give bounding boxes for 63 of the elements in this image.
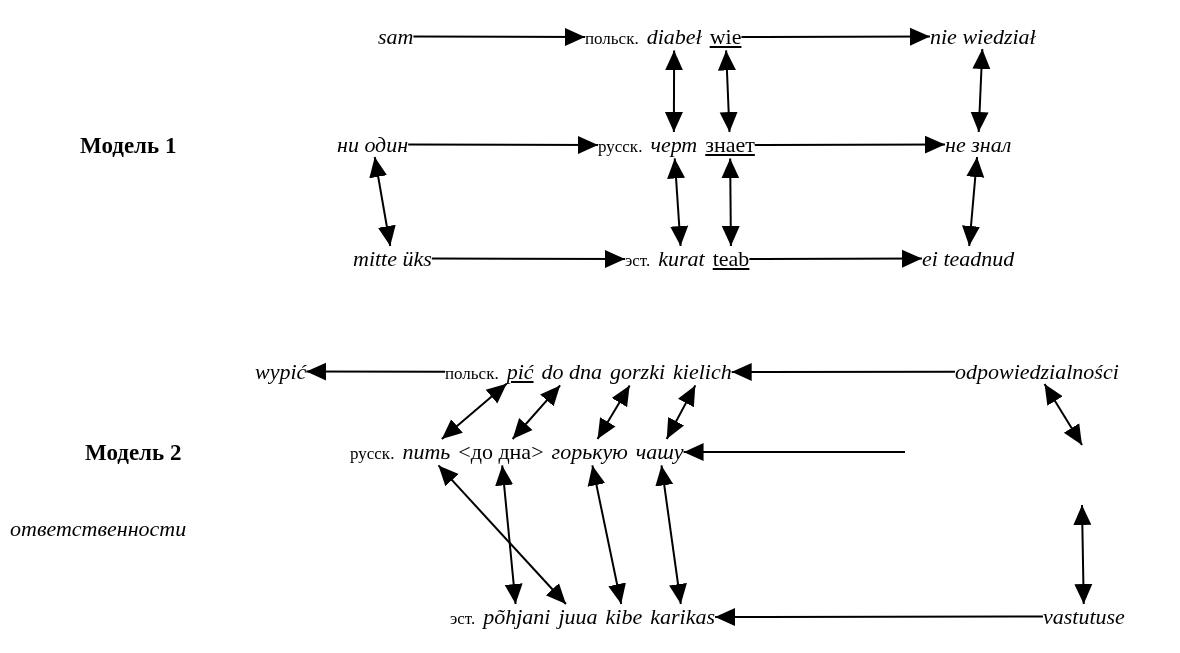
double-arrow — [721, 157, 740, 247]
word: wypić — [255, 359, 307, 384]
double-arrow — [437, 464, 567, 605]
arrow — [682, 443, 906, 462]
word: sam — [378, 24, 414, 49]
word: ei teadnud — [922, 246, 1015, 271]
word: diabeł — [646, 24, 702, 51]
language-label: эст. — [625, 251, 651, 272]
word: не знал — [945, 132, 1012, 157]
word: mitte üks — [353, 246, 432, 271]
double-arrow — [1073, 504, 1093, 605]
arrow — [740, 27, 931, 46]
model-heading: Модель 2 — [85, 439, 182, 467]
arrow — [753, 135, 946, 154]
word: чашу — [635, 439, 684, 466]
double-arrow — [970, 48, 991, 133]
word: põhjani — [483, 604, 551, 631]
word: vastutuse — [1043, 604, 1125, 629]
word: пить — [402, 439, 451, 466]
double-arrow — [369, 156, 396, 247]
arrow — [714, 608, 1044, 626]
double-arrow — [511, 384, 562, 440]
language-label: польск. — [585, 29, 639, 50]
double-arrow — [664, 49, 684, 133]
word: odpowiedzialności — [955, 359, 1119, 384]
language-label: русск. — [598, 137, 643, 158]
word: karikas — [650, 604, 716, 631]
word: горькую — [551, 439, 628, 466]
arrow — [748, 249, 923, 268]
double-arrow — [495, 464, 523, 605]
arrow — [730, 362, 956, 381]
model-heading: Модель 1 — [80, 132, 177, 160]
double-arrow — [587, 464, 626, 605]
language-label: эст. — [450, 609, 476, 630]
double-arrow — [596, 384, 631, 440]
double-arrow — [655, 464, 687, 605]
double-arrow — [667, 157, 689, 247]
double-arrow — [962, 156, 985, 247]
word: gorzki — [610, 359, 666, 386]
word: kurat — [658, 246, 705, 273]
word: juua — [558, 604, 598, 631]
arrow — [305, 362, 446, 381]
arrow — [412, 27, 586, 46]
word: ни один — [337, 132, 409, 157]
word: kibe — [605, 604, 643, 631]
word: pić — [506, 359, 534, 386]
language-label: польск. — [445, 364, 499, 385]
arrow — [407, 135, 599, 154]
double-arrow — [1043, 383, 1083, 446]
double-arrow — [440, 382, 508, 440]
word: do dna — [541, 359, 603, 386]
double-arrow — [717, 49, 738, 133]
word: kielich — [673, 359, 732, 386]
word: черт — [650, 132, 698, 159]
word: wie — [709, 24, 742, 51]
word: nie wiedział — [930, 24, 1036, 49]
word: teab — [712, 246, 750, 273]
double-arrow — [665, 384, 697, 440]
arrow — [430, 250, 626, 268]
word: ответственности — [10, 516, 187, 541]
language-label: русск. — [350, 444, 395, 465]
word: знает — [705, 132, 755, 159]
word: <до дна> — [458, 439, 544, 466]
